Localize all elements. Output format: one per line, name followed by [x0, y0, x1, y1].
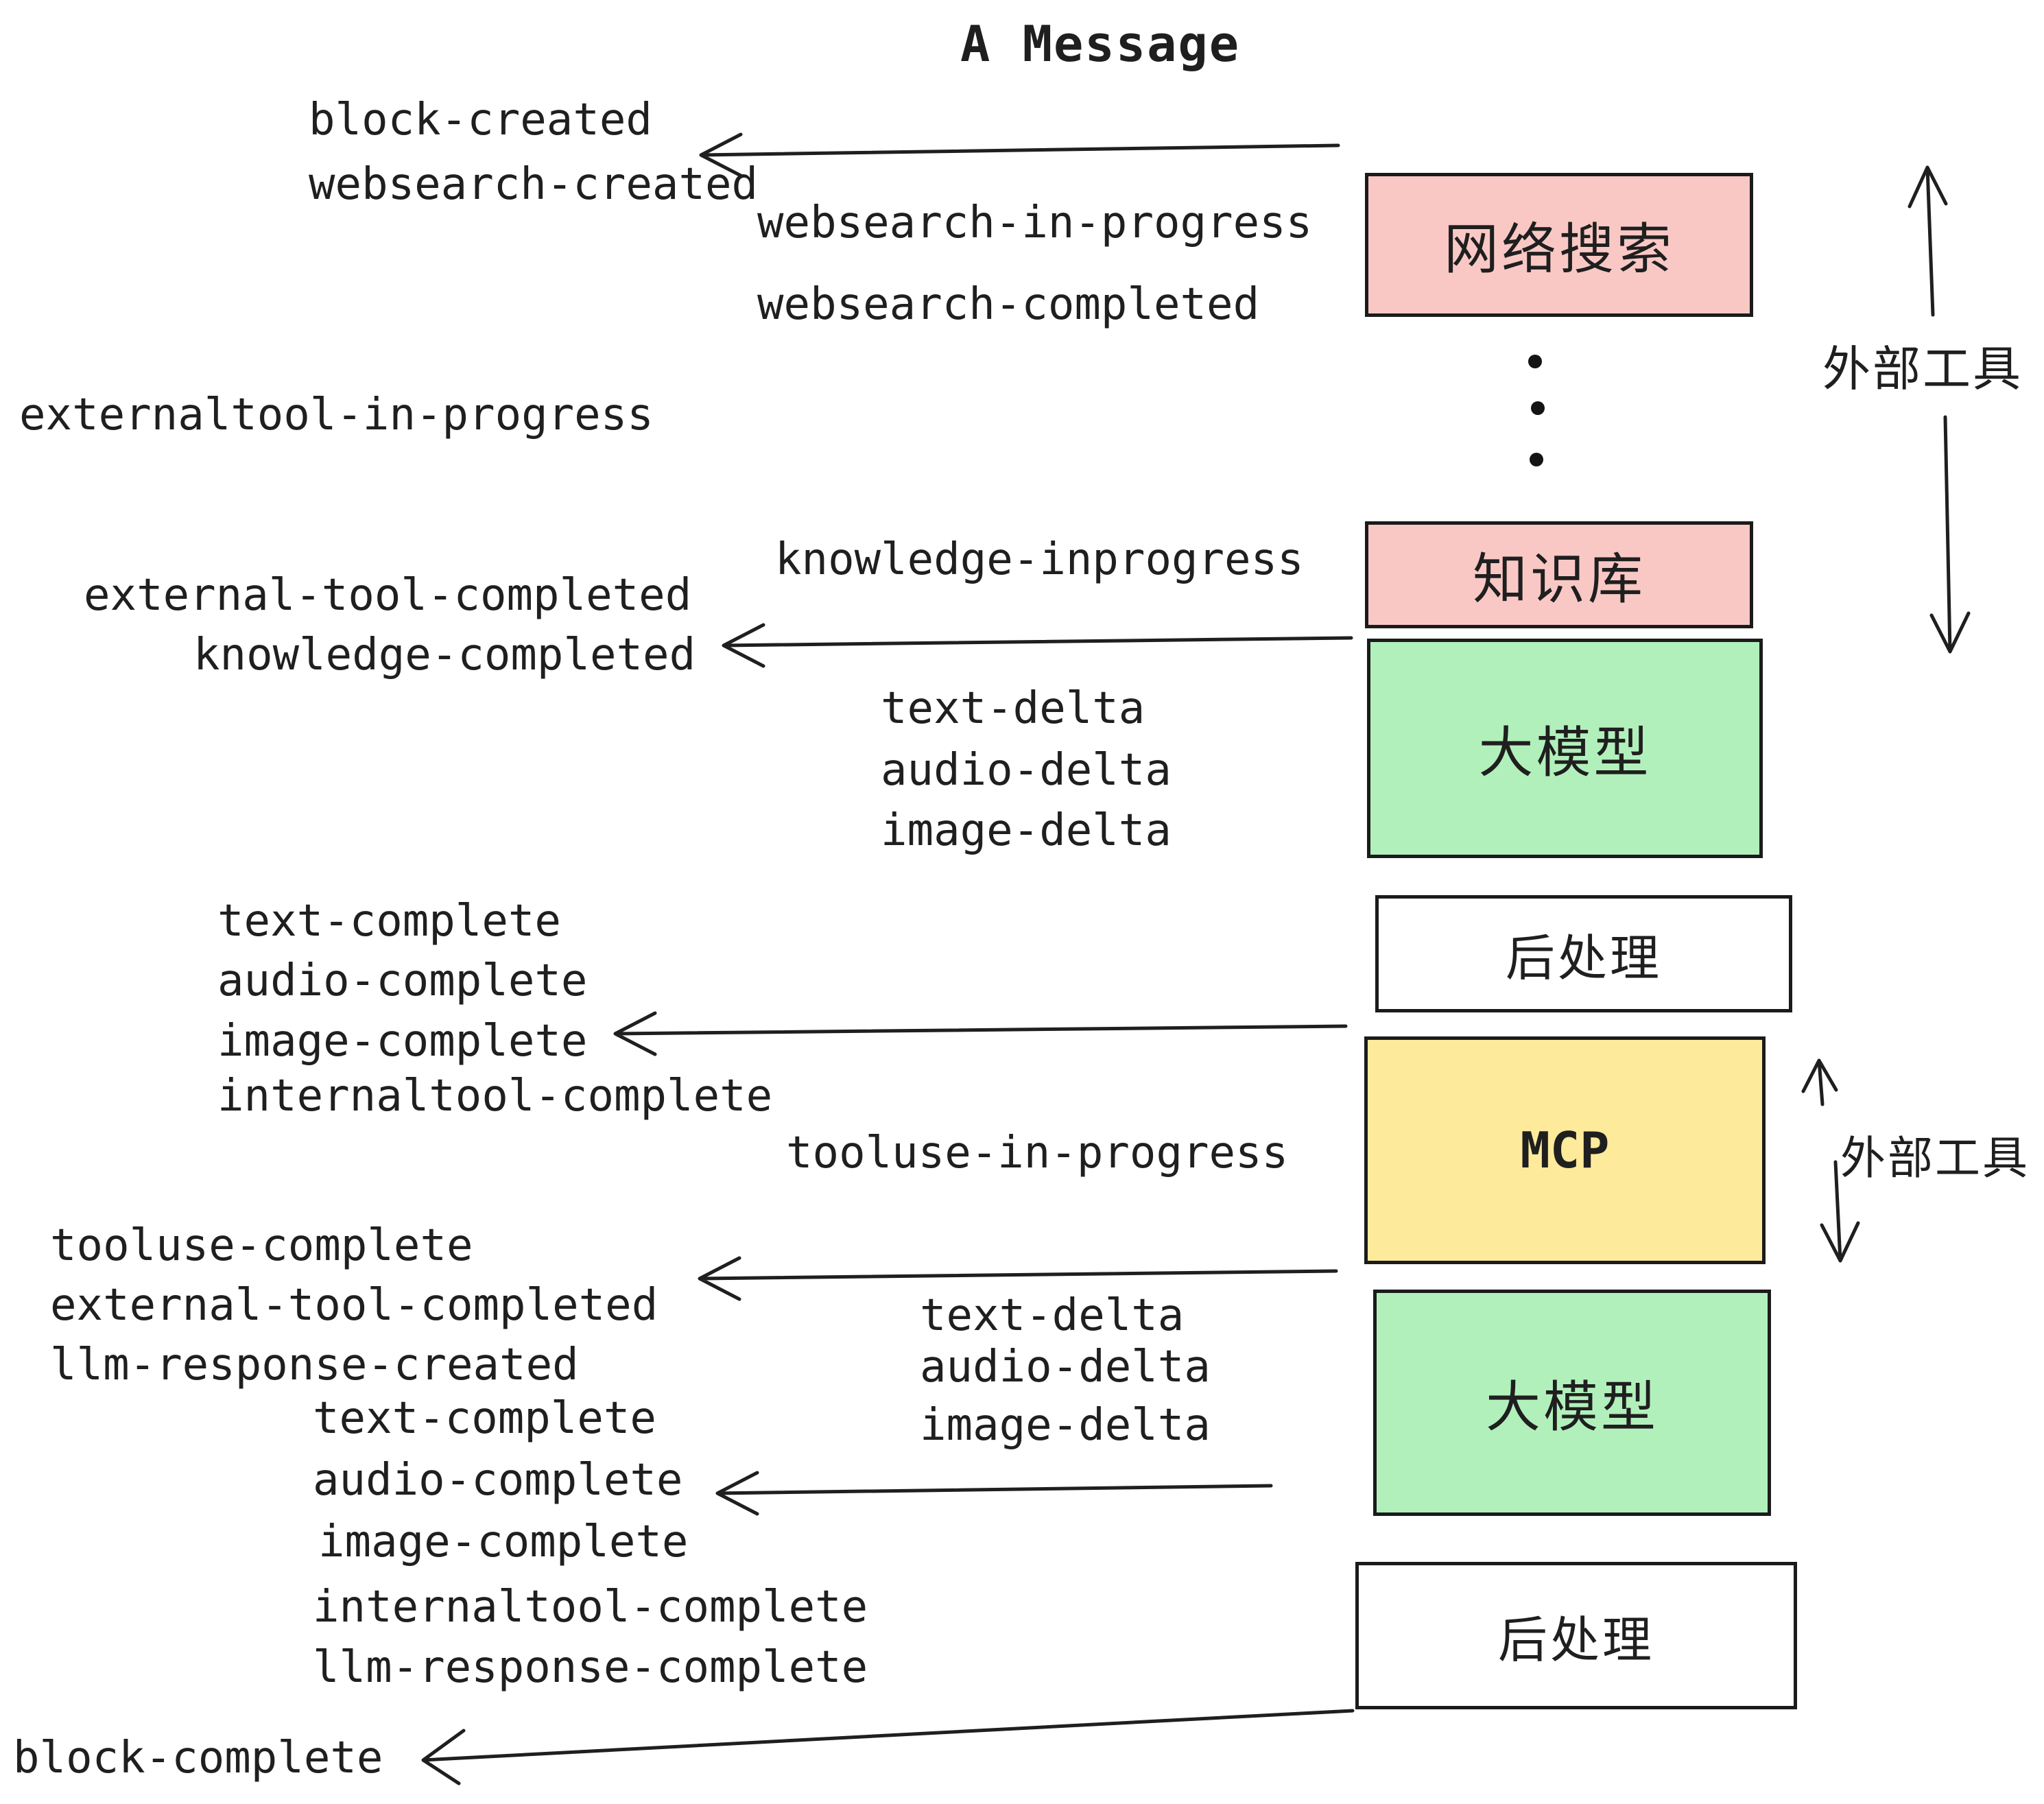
event-llm-response-created: llm-response-created — [50, 1340, 579, 1390]
box-websearch: 网络搜索 — [1365, 173, 1753, 317]
ellipsis-dot-3 — [1530, 453, 1543, 466]
event-image-delta-2: image-delta — [920, 1400, 1211, 1451]
event-audio-delta-2: audio-delta — [920, 1342, 1211, 1392]
diagram-title: A Message — [960, 15, 1241, 73]
event-internaltool-complete: internaltool-complete — [217, 1071, 773, 1121]
event-external-tool-completed: external-tool-completed — [84, 570, 692, 621]
box-mcp: MCP — [1364, 1036, 1766, 1264]
arrow-websearch-to-created — [699, 132, 1340, 178]
box-llm-top: 大模型 — [1367, 639, 1763, 858]
arrow-post-to-block-complete — [421, 1709, 1355, 1785]
event-internaltool-complete-2: internaltool-complete — [313, 1582, 868, 1633]
arrow-llm-to-complete-group — [613, 1011, 1348, 1056]
box-knowledge: 知识库 — [1365, 521, 1753, 628]
box-post-processing-bottom: 后处理 — [1355, 1562, 1797, 1709]
arrow-knowledge-to-completed — [722, 623, 1353, 668]
external-tools-label-bottom: 外部工具 — [1840, 1132, 2030, 1183]
arrow-llm2-to-audio-complete — [715, 1471, 1273, 1516]
event-knowledge-completed: knowledge-completed — [193, 630, 696, 680]
event-externaltool-in-progress: externaltool-in-progress — [19, 390, 654, 440]
event-audio-delta: audio-delta — [881, 745, 1172, 796]
event-text-delta-2: text-delta — [920, 1290, 1185, 1341]
event-knowledge-inprogress: knowledge-inprogress — [775, 534, 1304, 585]
box-websearch-label: 网络搜索 — [1444, 219, 1674, 280]
arrow-external-tools-top-up — [1908, 165, 1948, 317]
event-image-complete: image-complete — [217, 1016, 588, 1067]
box-post-processing-top-label: 后处理 — [1505, 931, 1662, 986]
arrow-external-tools-bottom-up — [1801, 1058, 1838, 1106]
event-tooluse-complete: tooluse-complete — [50, 1220, 473, 1271]
arrow-external-tools-top-down — [1929, 415, 1971, 654]
event-audio-complete: audio-complete — [217, 956, 588, 1006]
event-audio-complete-2: audio-complete — [313, 1455, 683, 1506]
ellipsis-dot-2 — [1531, 401, 1545, 415]
event-llm-response-complete: llm-response-complete — [313, 1642, 868, 1693]
external-tools-label-top: 外部工具 — [1822, 342, 2023, 396]
box-llm-top-label: 大模型 — [1478, 722, 1652, 783]
box-mcp-label: MCP — [1520, 1121, 1610, 1179]
event-text-complete-2: text-complete — [313, 1393, 656, 1444]
event-block-created: block-created — [309, 95, 652, 145]
event-websearch-created: websearch-created — [309, 159, 759, 210]
event-text-complete: text-complete — [217, 896, 561, 947]
event-text-delta: text-delta — [881, 683, 1145, 734]
event-websearch-in-progress: websearch-in-progress — [757, 198, 1313, 248]
event-external-tool-completed-2: external-tool-completed — [50, 1280, 658, 1331]
event-block-complete: block-complete — [13, 1733, 383, 1783]
event-tooluse-in-progress: tooluse-in-progress — [786, 1128, 1289, 1178]
ellipsis-dot-1 — [1528, 355, 1542, 368]
box-post-processing-bottom-label: 后处理 — [1497, 1613, 1654, 1668]
event-websearch-completed: websearch-completed — [757, 279, 1260, 330]
box-knowledge-label: 知识库 — [1473, 549, 1645, 610]
box-post-processing-top: 后处理 — [1375, 895, 1792, 1012]
event-image-complete-2: image-complete — [318, 1517, 689, 1567]
box-llm-bottom-label: 大模型 — [1486, 1377, 1659, 1438]
event-image-delta: image-delta — [881, 805, 1172, 856]
box-llm-bottom: 大模型 — [1373, 1290, 1771, 1516]
